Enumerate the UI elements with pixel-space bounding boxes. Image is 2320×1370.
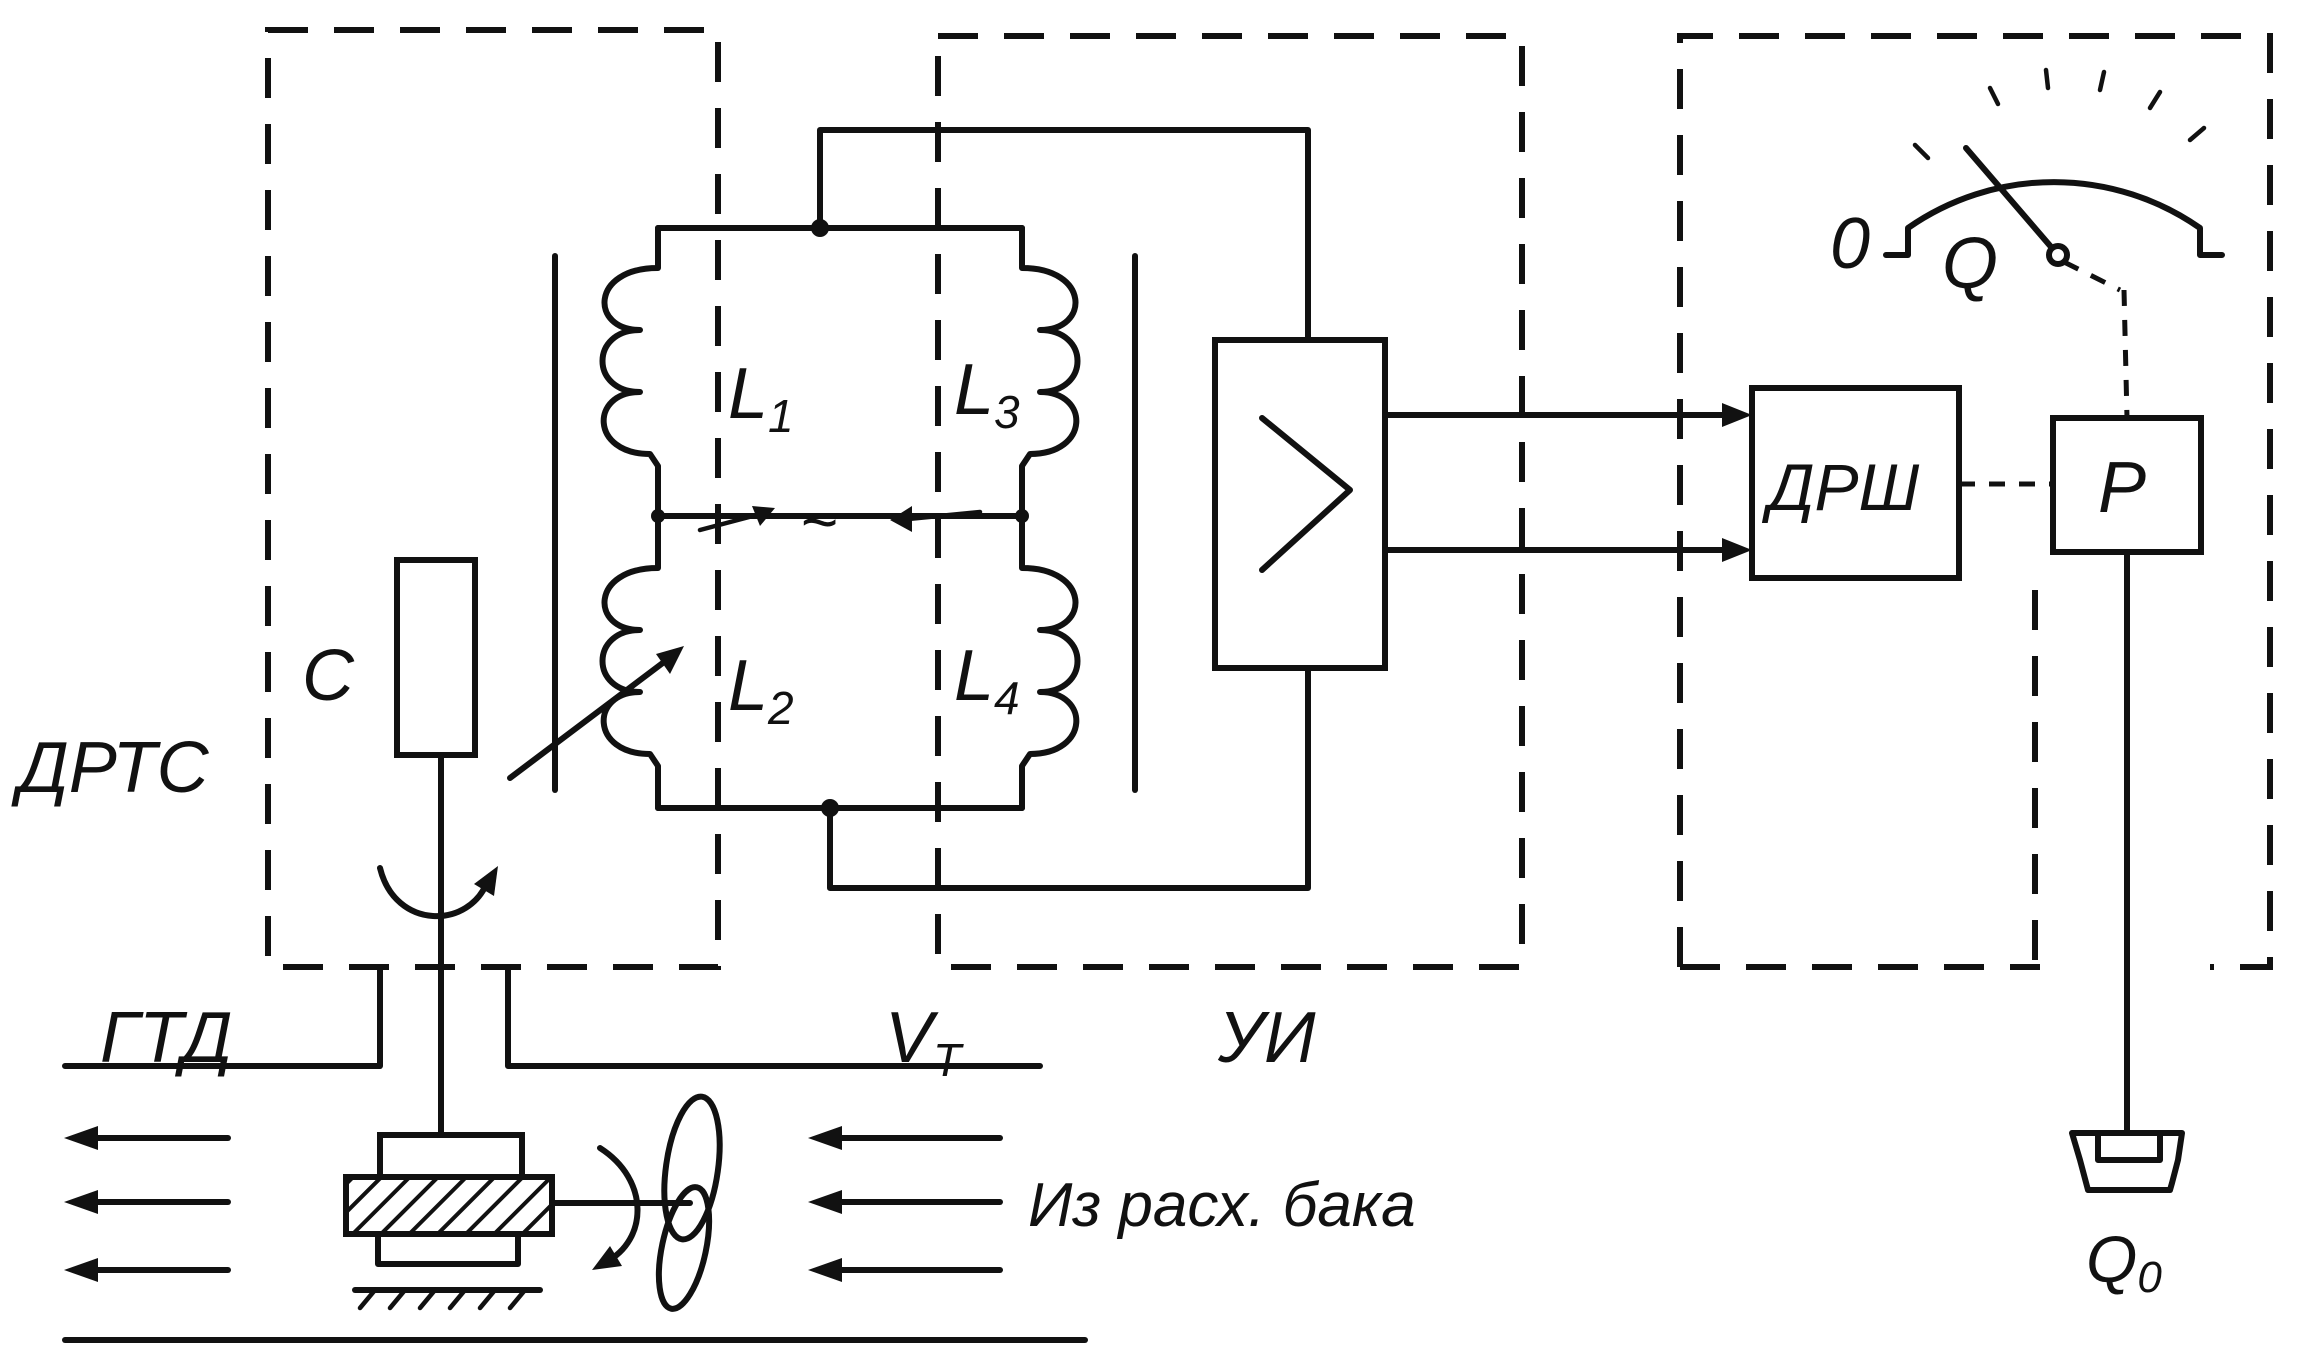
label-ui: УИ [1217,998,1316,1078]
bearing-hatched [343,1174,555,1237]
impeller-blade-bottom [655,1184,713,1312]
label-l3: L3 [954,350,1020,438]
coil-l4 [1019,513,1081,811]
capacitor-c [394,557,478,758]
impeller-rotation-arrow [597,1145,641,1265]
pipe-top-left [62,965,383,1069]
label-vt: VT [885,998,964,1086]
bearing-top [377,1132,525,1180]
rotation-arrow [377,865,491,919]
label-zero: 0 [1830,204,1870,284]
coil-l2 [599,513,661,811]
label-c: C [302,636,355,716]
impeller-blade-top [661,1093,723,1243]
calibration-weight [2069,1130,2185,1193]
bridge-circuit [507,127,1311,891]
label-tank: Из расх. бака [1028,1171,1416,1240]
gauge-scale [1883,179,2225,258]
ground-hatch [352,1287,543,1311]
amplifier-box [1212,337,1388,671]
p-box [2050,415,2204,555]
label-q0: Q0 [2086,1222,2162,1302]
flow-arrows-left [64,1126,231,1282]
label-drsh: ДРШ [1761,450,1919,524]
drts-enclosure [265,27,721,970]
drsh-box [1749,385,1962,581]
coil-l3 [1019,225,1081,519]
amplifier-symbol [1259,415,1353,573]
pipe-top-right [505,965,1043,1069]
gauge-needle [1963,145,2055,251]
indicator-enclosure [1677,33,2273,970]
variable-arrow [507,653,675,781]
ui-enclosure [935,33,1525,970]
label-l4: L4 [954,636,1020,724]
label-p: P [2098,448,2146,528]
label-l1: L1 [728,354,794,442]
coil-l1 [599,225,661,519]
label-q: Q [1942,224,1998,304]
label-ac-source: ~ [800,486,837,558]
flow-arrows-right [808,1126,1003,1282]
gauge-ticks [1912,67,2207,161]
label-l2: L2 [728,646,794,734]
label-drts: ДРТС [11,728,210,808]
